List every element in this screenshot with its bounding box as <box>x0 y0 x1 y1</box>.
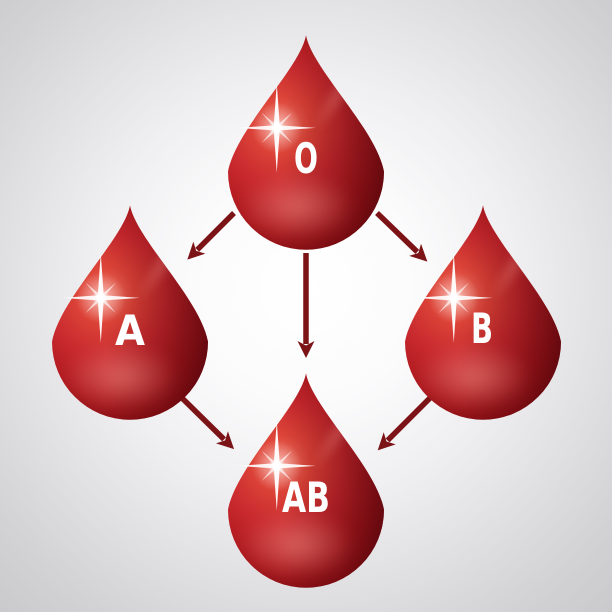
label-blood-type-ab: AB <box>282 473 330 522</box>
arrow-o-to-ab <box>297 253 315 358</box>
label-blood-type-o: O <box>294 134 318 183</box>
arrow-o-to-a <box>187 211 236 260</box>
label-blood-type-b: B <box>471 304 493 353</box>
label-blood-type-a: A <box>115 306 145 355</box>
arrow-b-to-ab <box>377 396 432 451</box>
arrow-a-to-ab <box>180 396 235 450</box>
arrow-o-to-b <box>375 211 428 262</box>
arrows-layer <box>180 211 432 451</box>
